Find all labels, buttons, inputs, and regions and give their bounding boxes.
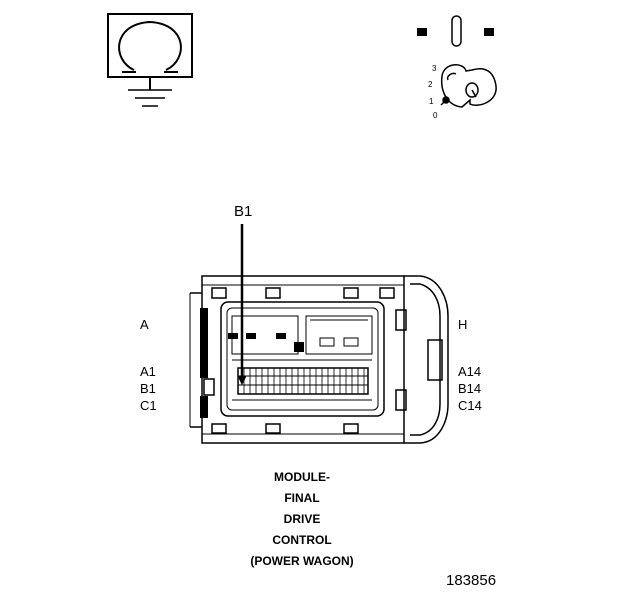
caption-line-5: (POWER WAGON) — [250, 554, 354, 568]
key-position-1: 1 — [429, 97, 434, 106]
callout-label: B1 — [234, 203, 253, 220]
connector-body — [189, 275, 449, 444]
label-b1: B1 — [140, 381, 156, 396]
caption-line-3: DRIVE — [283, 512, 321, 526]
label-b14: B14 — [458, 381, 482, 396]
figure-number: 183856 — [446, 572, 497, 589]
label-a1: A1 — [140, 364, 156, 379]
label-a: A — [140, 317, 149, 332]
caption-line-1: MODULE- — [274, 470, 330, 484]
caption-line-4: CONTROL — [272, 533, 332, 547]
label-c1: C1 — [140, 398, 157, 413]
label-a14: A14 — [458, 364, 482, 379]
ground-ohm-icon — [107, 13, 193, 107]
caption-line-2: FINAL — [284, 491, 320, 505]
key-position-0: 0 — [433, 111, 438, 120]
key-position-2: 2 — [428, 80, 433, 89]
key-position-3: 3 — [432, 64, 437, 73]
label-c14: C14 — [458, 398, 482, 413]
label-h: H — [458, 317, 468, 332]
ignition-switch-icon — [417, 15, 497, 108]
